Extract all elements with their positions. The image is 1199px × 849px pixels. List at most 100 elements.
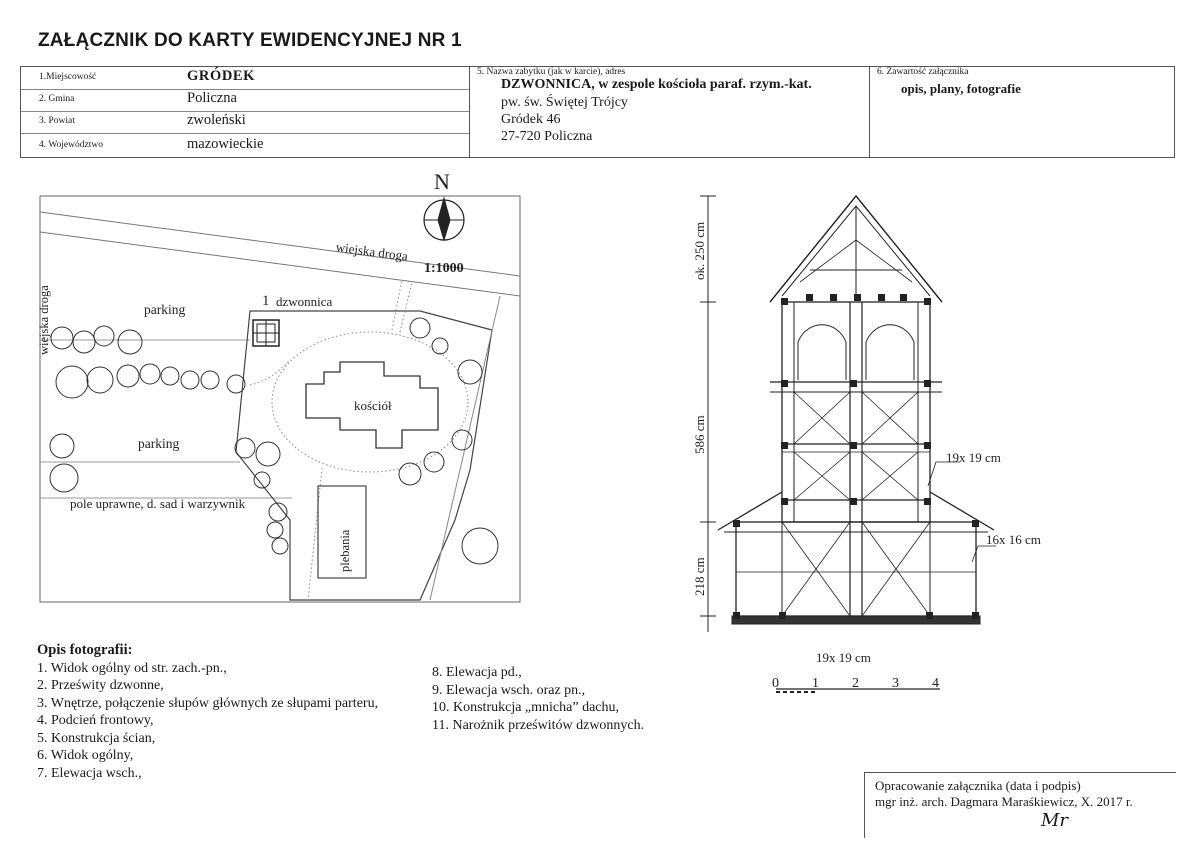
plan-scale: 1:1000 (424, 261, 464, 276)
tree (180, 370, 200, 390)
rectory-footprint (317, 485, 367, 579)
contents-value: opis, plany, fotografie (901, 81, 1021, 96)
dim-middle: 586 cm (692, 415, 707, 454)
belfry-elevation (700, 194, 996, 693)
path-south (307, 467, 323, 601)
skirt-roof (717, 491, 783, 531)
photo-item: 4. Podcień frontowy, (37, 713, 154, 728)
photo-item: 6. Widok ogólny, (37, 748, 134, 763)
church-footprint (305, 361, 439, 449)
field-value: mazowieckie (187, 136, 264, 152)
roof-outline (769, 194, 943, 303)
field-voivodeship: 4. Województwo mazowieckie (21, 133, 469, 158)
trees (49, 317, 499, 565)
tree (55, 365, 89, 399)
callout-lower-post: 16x 16 cm (986, 532, 1041, 547)
foundation (731, 615, 981, 625)
photo-item: 5. Konstrukcja ścian, (37, 730, 156, 746)
monument-label: 5. Nazwa zabytku (jak w karcie), adres (477, 67, 626, 77)
field-value: GRÓDEK (187, 68, 256, 84)
credits-box: Opracowanie załącznika (data i podpis) m… (864, 772, 1176, 838)
north-label: N (434, 169, 450, 194)
field-value: zwoleński (187, 112, 246, 128)
tree (139, 363, 161, 385)
photo-item: 7. Elewacja wsch., (37, 765, 142, 781)
road-left-label: wiejska droga (37, 285, 51, 355)
tree (431, 337, 449, 355)
scale-tick-2: 2 (852, 676, 859, 691)
scale-tick-0: 0 (772, 676, 779, 691)
credits-heading: Opracowanie załącznika (data i podpis) (875, 778, 1081, 793)
north-arrow-icon (423, 196, 465, 242)
dim-bottom: 218 cm (692, 557, 707, 596)
photo-list-col2: 8. Elewacja pd., 9. Elewacja wsch. oraz … (432, 664, 644, 734)
tree (49, 433, 75, 459)
callout-upper-post: 19x 19 cm (946, 450, 1001, 465)
tree (226, 374, 246, 394)
joints (733, 294, 979, 619)
location-fields: 1.Miejscowość GRÓDEK 2. Gmina Policzna 3… (21, 67, 470, 157)
contents-field: 6. Zawartość załącznika opis, plany, fot… (869, 67, 1174, 157)
tower-frame (781, 301, 931, 523)
tree (266, 521, 284, 539)
photo-item: 2. Prześwity dzwonne, (37, 678, 164, 693)
monument-field: 5. Nazwa zabytku (jak w karcie), adres D… (469, 67, 870, 157)
photo-item: 11. Narożnik prześwitów dzwonnych. (432, 717, 645, 733)
photo-item: 8. Elewacja pd., (432, 665, 522, 680)
dim-top: ok. 250 cm (692, 222, 707, 280)
field-label: 2. Gmina (39, 94, 75, 104)
photo-item: 1. Widok ogólny od str. zach.-pn., (37, 660, 227, 676)
parking-bottom-label: parking (138, 436, 179, 451)
scale-tick-1: 1 (812, 676, 819, 691)
photo-item: 10. Konstrukcja „mnicha” dachu, (432, 700, 619, 715)
path-ring (271, 331, 469, 473)
tree (457, 359, 483, 385)
site-plan (39, 195, 521, 603)
tree (451, 429, 473, 451)
field-label: 4. Województwo (39, 140, 103, 150)
field-value: Policzna (187, 90, 237, 106)
road-top-edge (39, 211, 521, 277)
scale-tick-3: 3 (892, 676, 899, 691)
parking-top-label: parking (144, 302, 185, 317)
tree (234, 437, 256, 459)
tree (50, 326, 74, 350)
photo-item: 9. Elewacja wsch. oraz pn., (432, 682, 586, 698)
monument-dedication: pw. św. Świętej Trójcy (501, 95, 628, 110)
tree (93, 325, 115, 347)
tree (268, 502, 288, 522)
tree (160, 366, 180, 386)
path-north (399, 281, 413, 333)
field-commune: 2. Gmina Policzna (21, 89, 469, 112)
credits-author: mgr inż. arch. Dagmara Maraśkiewicz, X. … (875, 794, 1133, 809)
belfry-arch (797, 324, 847, 380)
signature: Mr (1041, 810, 1069, 831)
rectory-label: plebania (338, 529, 352, 572)
tree (271, 537, 289, 555)
tree (200, 370, 220, 390)
tree (398, 462, 422, 486)
tree (72, 330, 96, 354)
tree (409, 317, 431, 339)
skirt-roof (929, 491, 995, 531)
belfry-number: 1 (262, 293, 270, 309)
field-label: 3. Powiat (39, 116, 75, 126)
tree (423, 451, 445, 473)
road-right-edge (429, 295, 501, 601)
tree (253, 471, 271, 489)
path-belfry (249, 359, 291, 386)
monument-address: Gródek 46 (501, 112, 561, 127)
document-title: ZAŁĄCZNIK DO KARTY EWIDENCYJNEJ NR 1 (38, 30, 462, 51)
tree (461, 527, 499, 565)
tree (86, 366, 114, 394)
tree (116, 364, 140, 388)
belfry-label: dzwonnica (276, 294, 333, 309)
belfry-arch (865, 324, 915, 380)
plan-frame (39, 195, 521, 603)
monument-name: DZWONNICA, w zespole kościoła paraf. rzy… (501, 77, 812, 92)
field-locality: 1.Miejscowość GRÓDEK (21, 67, 469, 90)
scale-tick-4: 4 (932, 676, 939, 691)
tree (117, 329, 143, 355)
field-label: pole uprawne, d. sad i warzywnik (70, 496, 246, 511)
